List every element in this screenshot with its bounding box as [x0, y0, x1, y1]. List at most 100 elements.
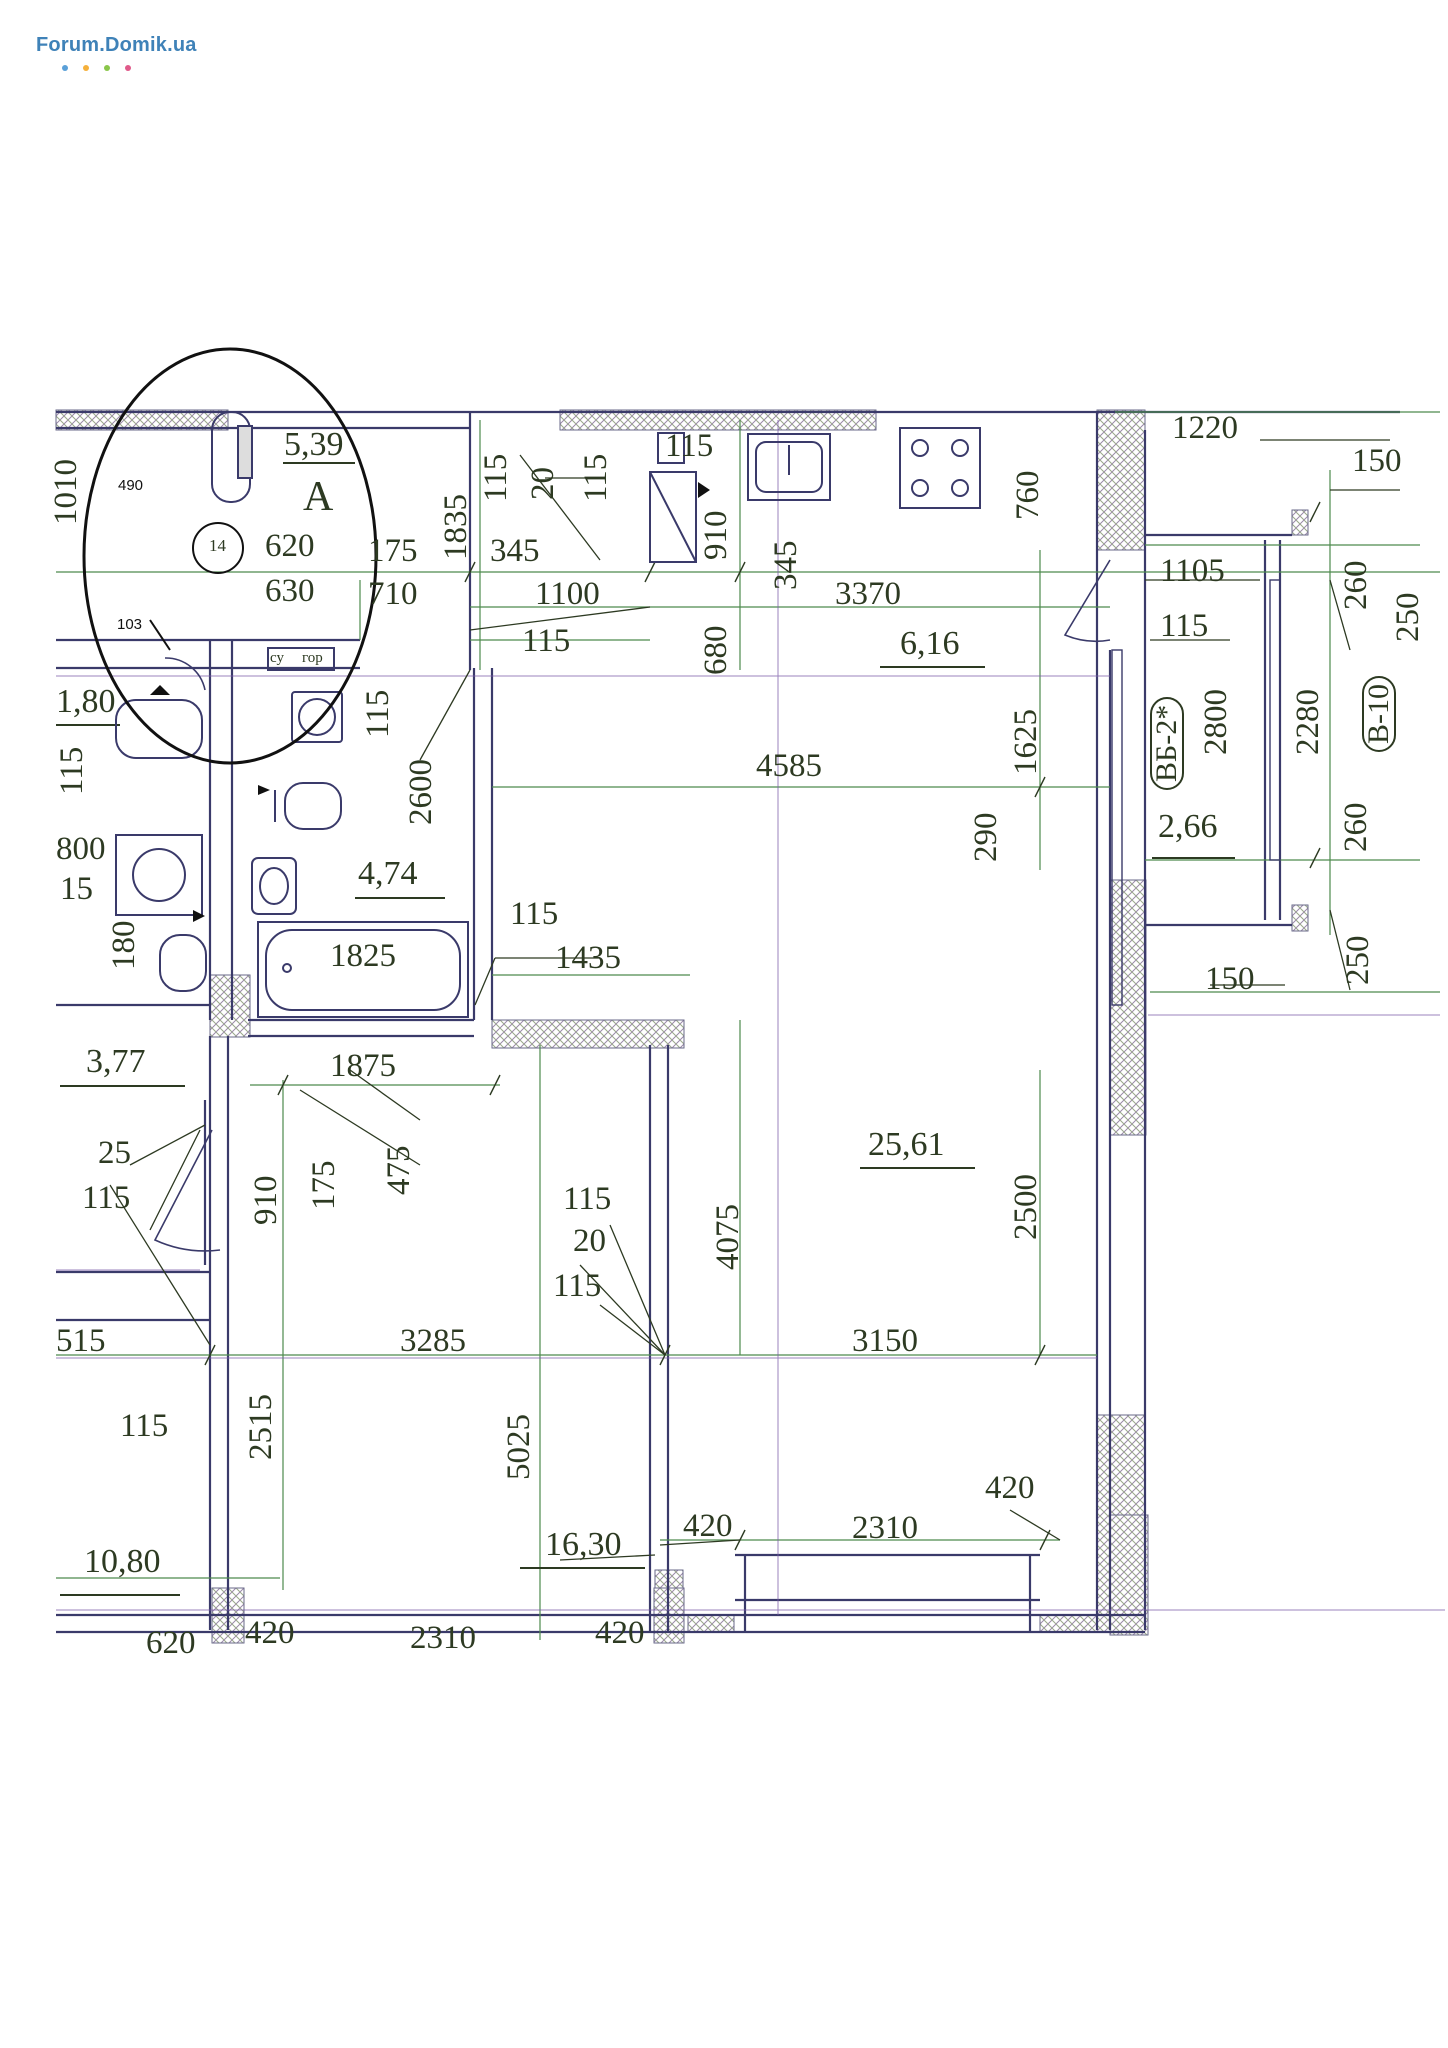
dimension-label: 115: [1160, 608, 1209, 644]
dimension-label: 710: [368, 576, 418, 612]
dimension-label: 5025: [501, 1414, 537, 1480]
watermark-dot: [104, 65, 110, 71]
room-area-bathroom: 4,74: [358, 855, 418, 892]
dimension-label: 115: [578, 453, 614, 502]
dimension-label: 3285: [400, 1323, 466, 1359]
dimension-label: 420: [985, 1470, 1035, 1506]
balcony-window-frame: [1111, 579, 1281, 1006]
dimension-label: 175: [368, 533, 418, 569]
dimension-label: 2500: [1008, 1174, 1044, 1240]
dimension-label: 1625: [1008, 709, 1044, 775]
dimension-label: 290: [968, 812, 1004, 863]
dimension-label: 2310: [410, 1620, 476, 1656]
dimension-label: 2515: [243, 1394, 279, 1460]
dimension-label: 1435: [555, 940, 621, 976]
room-area-entry: 5,39: [284, 426, 344, 463]
sink: [251, 857, 297, 915]
door-swings: [153, 559, 1111, 1252]
dimension-label: 1220: [1172, 410, 1238, 446]
dimension-label: 475: [381, 1145, 417, 1196]
dimension-label: 910: [248, 1175, 284, 1226]
leader-lines: [109, 439, 1400, 1561]
dimension-label: 3150: [852, 1323, 918, 1359]
dimension-label: 1825: [330, 938, 396, 974]
room-area-left-lower: 10,80: [84, 1543, 161, 1580]
dimension-label: 4075: [710, 1204, 746, 1270]
dimension-label: 20: [525, 467, 561, 500]
dimension-label: 115: [563, 1181, 612, 1217]
dimension-label: 680: [698, 625, 734, 676]
dimension-label: 20: [573, 1223, 606, 1259]
mark-14: 14: [209, 536, 226, 555]
circle-annotation: [82, 347, 378, 765]
room-area-left-upper: 1,80: [56, 683, 116, 720]
entry-wardrobe: [211, 411, 253, 503]
dimension-label: 1105: [1160, 553, 1225, 589]
dimension-label: 115: [360, 689, 396, 738]
dimension-label: 1875: [330, 1048, 396, 1084]
room-area-kitchen: 6,16: [900, 625, 960, 662]
area-underlines: [56, 462, 1235, 1596]
dimension-label: 1010: [48, 459, 84, 525]
dimension-label: 115: [522, 623, 571, 659]
dimension-label: 345: [490, 533, 540, 569]
dimension-label: 2280: [1290, 689, 1326, 755]
room-area-bedroom: 16,30: [545, 1526, 622, 1563]
room-area-left-mid: 3,77: [86, 1043, 146, 1080]
washing-machine: [115, 834, 203, 916]
dimension-ticks: [204, 501, 1321, 1551]
dimension-label: 175: [306, 1160, 342, 1211]
dimension-label: 1100: [535, 576, 600, 612]
dimension-label: 1835: [438, 494, 474, 560]
hatched-walls: [55, 409, 1309, 1644]
dimension-label: 3370: [835, 576, 901, 612]
axis-lines: [56, 420, 1445, 1615]
mark-vb2: ВБ-2*: [1150, 696, 1184, 790]
dimension-label: 620: [265, 528, 315, 564]
kitchen-counter: [649, 432, 697, 563]
dimension-label: 15: [60, 871, 93, 907]
dimension-label: 150: [1205, 961, 1255, 997]
room-area-living: 25,61: [868, 1126, 945, 1163]
watermark-dots: [62, 58, 172, 71]
dimension-label: 180: [106, 920, 142, 971]
watermark-dot: [83, 65, 89, 71]
dimension-label: 115: [665, 428, 714, 464]
dimension-label: 115: [553, 1268, 602, 1304]
dimension-label: 150: [1352, 443, 1402, 479]
kitchen-sink: [747, 433, 831, 501]
toilet: [274, 782, 342, 830]
watermark-dot: [125, 65, 131, 71]
dimension-label: 260: [1338, 802, 1374, 853]
small-sink: [159, 934, 207, 992]
mark-a: А: [303, 474, 334, 520]
watermark-logo: Forum.Domik.ua: [36, 34, 197, 56]
kitchen-stove: [899, 427, 981, 509]
dimension-label: 115: [478, 453, 514, 502]
dimension-lines: [56, 411, 1440, 1640]
watermark-dot: [62, 65, 68, 71]
dimension-label: 345: [768, 540, 804, 591]
mark-v10: В-10: [1362, 676, 1396, 752]
boiler: [267, 647, 343, 743]
dimension-label: 250: [1390, 592, 1426, 643]
dimension-label: 420: [683, 1508, 733, 1544]
dimension-label: 4585: [756, 748, 822, 784]
dimension-label: 260: [1338, 560, 1374, 611]
dimension-label: 25: [98, 1135, 131, 1171]
shower-tray-left: [115, 699, 203, 759]
dimension-label: 760: [1010, 470, 1046, 521]
handwritten-103: 103: [117, 616, 143, 633]
dimension-label: 115: [54, 746, 90, 795]
dimension-label: 2800: [1198, 689, 1234, 755]
room-area-balcony: 2,66: [1158, 808, 1218, 845]
fixture-label-su: су: [270, 650, 284, 666]
dimension-label: 115: [120, 1408, 169, 1444]
dimension-label: 800: [56, 831, 106, 867]
dimension-label: 420: [595, 1615, 645, 1651]
handwritten-490: 490: [118, 477, 144, 494]
dimension-label: 2310: [852, 1510, 918, 1546]
dimension-label: 115: [510, 896, 559, 932]
